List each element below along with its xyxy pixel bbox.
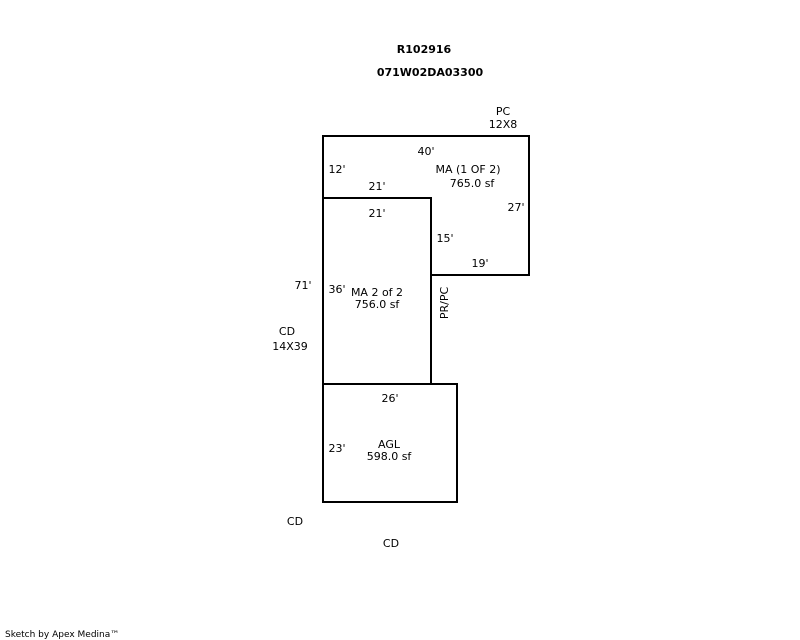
ma1-top-dimension: 40'	[417, 145, 434, 158]
pc-label: PC	[496, 105, 511, 118]
agl-area-name: AGL	[378, 438, 401, 451]
ma1-inner-vertical-dimension: 15'	[436, 232, 453, 245]
ma1-bottom-left-dimension: 21'	[368, 180, 385, 193]
map-tax-lot: 071W02DA03300	[377, 66, 484, 79]
ma2-area-value: 756.0 sf	[355, 298, 401, 311]
agl-outline	[322, 383, 458, 503]
ma1-area-value: 765.0 sf	[450, 177, 496, 190]
agl-top-dimension: 26'	[381, 392, 398, 405]
agl-area-value: 598.0 sf	[367, 450, 413, 463]
overall-left-dimension: 71'	[294, 279, 311, 292]
agl-left-dimension: 23'	[328, 442, 345, 455]
ma1-left-dimension: 12'	[328, 163, 345, 176]
ma2-left-dimension: 36'	[328, 283, 345, 296]
ma2-area-name: MA 2 of 2	[351, 286, 403, 299]
cd-bottom-label: CD	[383, 537, 399, 550]
pc-size: 12X8	[489, 118, 518, 131]
cd-side-size: 14X39	[272, 340, 308, 353]
ma1-bottom-right-dimension: 19'	[471, 257, 488, 270]
account-number: R102916	[397, 43, 452, 56]
footer-credit: Sketch by Apex Medina™	[5, 630, 119, 640]
ma1-right-dimension: 27'	[507, 201, 524, 214]
pr-pc-label: PR/PC	[438, 287, 451, 320]
cd-side-label: CD	[279, 325, 295, 338]
cd-bottom-left-label: CD	[287, 515, 303, 528]
ma1-area-name: MA (1 OF 2)	[435, 163, 500, 176]
ma2-top-dimension: 21'	[368, 207, 385, 220]
